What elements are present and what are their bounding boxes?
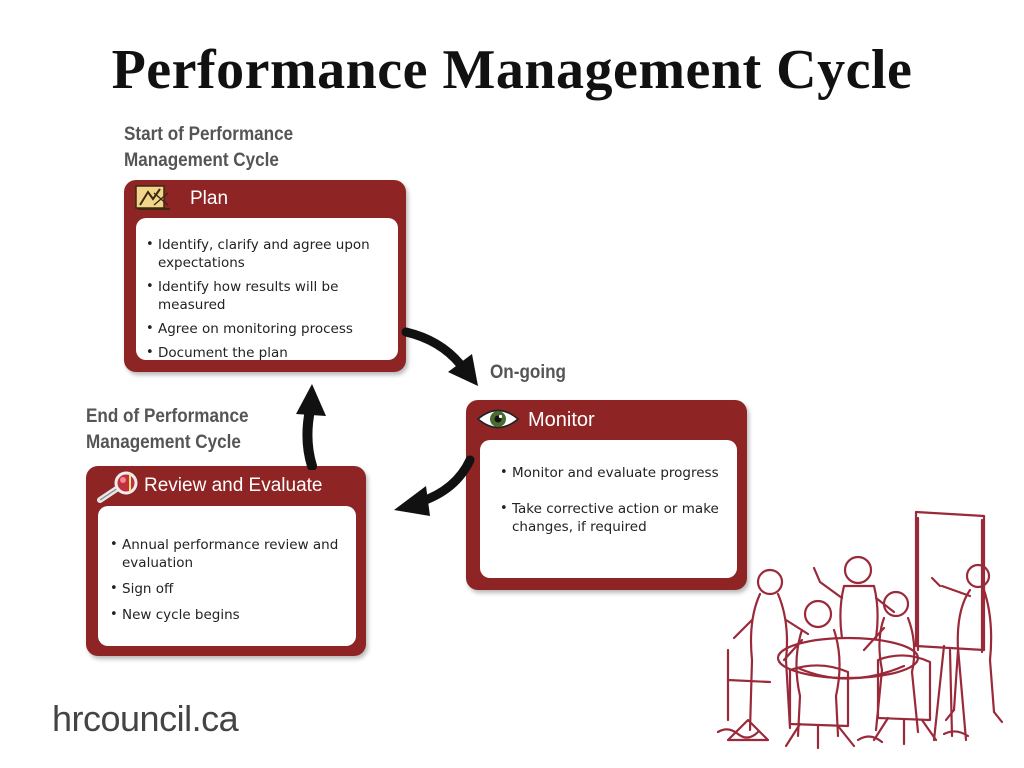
end-caption-line: Management Cycle [86, 430, 248, 456]
plan-list-item: Agree on monitoring process [146, 320, 398, 338]
plan-card-body: Identify, clarify and agree upon expecta… [136, 218, 398, 360]
review-list-item: Sign off [110, 580, 356, 598]
monitor-card-body: Monitor and evaluate progress Take corre… [480, 440, 737, 578]
review-card-header: Review and Evaluate [86, 466, 366, 506]
plan-icon [134, 183, 174, 215]
magnifier-icon [96, 470, 136, 502]
plan-list-item: Identify, clarify and agree upon expecta… [146, 236, 398, 272]
monitor-card-title: Monitor [528, 409, 595, 432]
review-list: Annual performance review and evaluation… [98, 506, 356, 624]
arrow-review-to-plan [288, 380, 338, 470]
end-caption-line: End of Performance [86, 404, 248, 430]
ongoing-caption: On-going [490, 360, 566, 386]
arrow-plan-to-monitor [400, 320, 490, 390]
page-title: Performance Management Cycle [0, 38, 1024, 102]
plan-card-header: Plan [124, 180, 406, 218]
monitor-card-header: Monitor [466, 400, 747, 440]
review-list-item: New cycle begins [110, 606, 356, 624]
review-card: Review and Evaluate Annual performance r… [86, 466, 366, 656]
monitor-list: Monitor and evaluate progress Take corre… [480, 440, 737, 536]
plan-card: Plan Identify, clarify and agree upon ex… [124, 180, 406, 372]
meeting-illustration [708, 500, 1008, 752]
plan-list-item: Identify how results will be measured [146, 278, 398, 314]
monitor-card: Monitor Monitor and evaluate progress Ta… [466, 400, 747, 590]
end-caption: End of Performance Management Cycle [86, 404, 248, 456]
review-card-body: Annual performance review and evaluation… [98, 506, 356, 646]
eye-icon [476, 404, 516, 436]
plan-list: Identify, clarify and agree upon expecta… [136, 218, 398, 362]
plan-list-item: Document the plan [146, 344, 398, 362]
plan-card-title: Plan [190, 188, 228, 210]
arrow-monitor-to-review [390, 452, 480, 522]
start-caption-line: Management Cycle [124, 148, 293, 174]
monitor-list-item: Take corrective action or make changes, … [500, 500, 737, 536]
start-caption-line: Start of Performance [124, 122, 293, 148]
brand-logo: hrcouncil.ca [52, 698, 238, 740]
review-card-title: Review and Evaluate [144, 475, 323, 497]
start-caption: Start of Performance Management Cycle [124, 122, 293, 174]
monitor-list-item: Monitor and evaluate progress [500, 464, 737, 482]
review-list-item: Annual performance review and evaluation [110, 536, 356, 572]
